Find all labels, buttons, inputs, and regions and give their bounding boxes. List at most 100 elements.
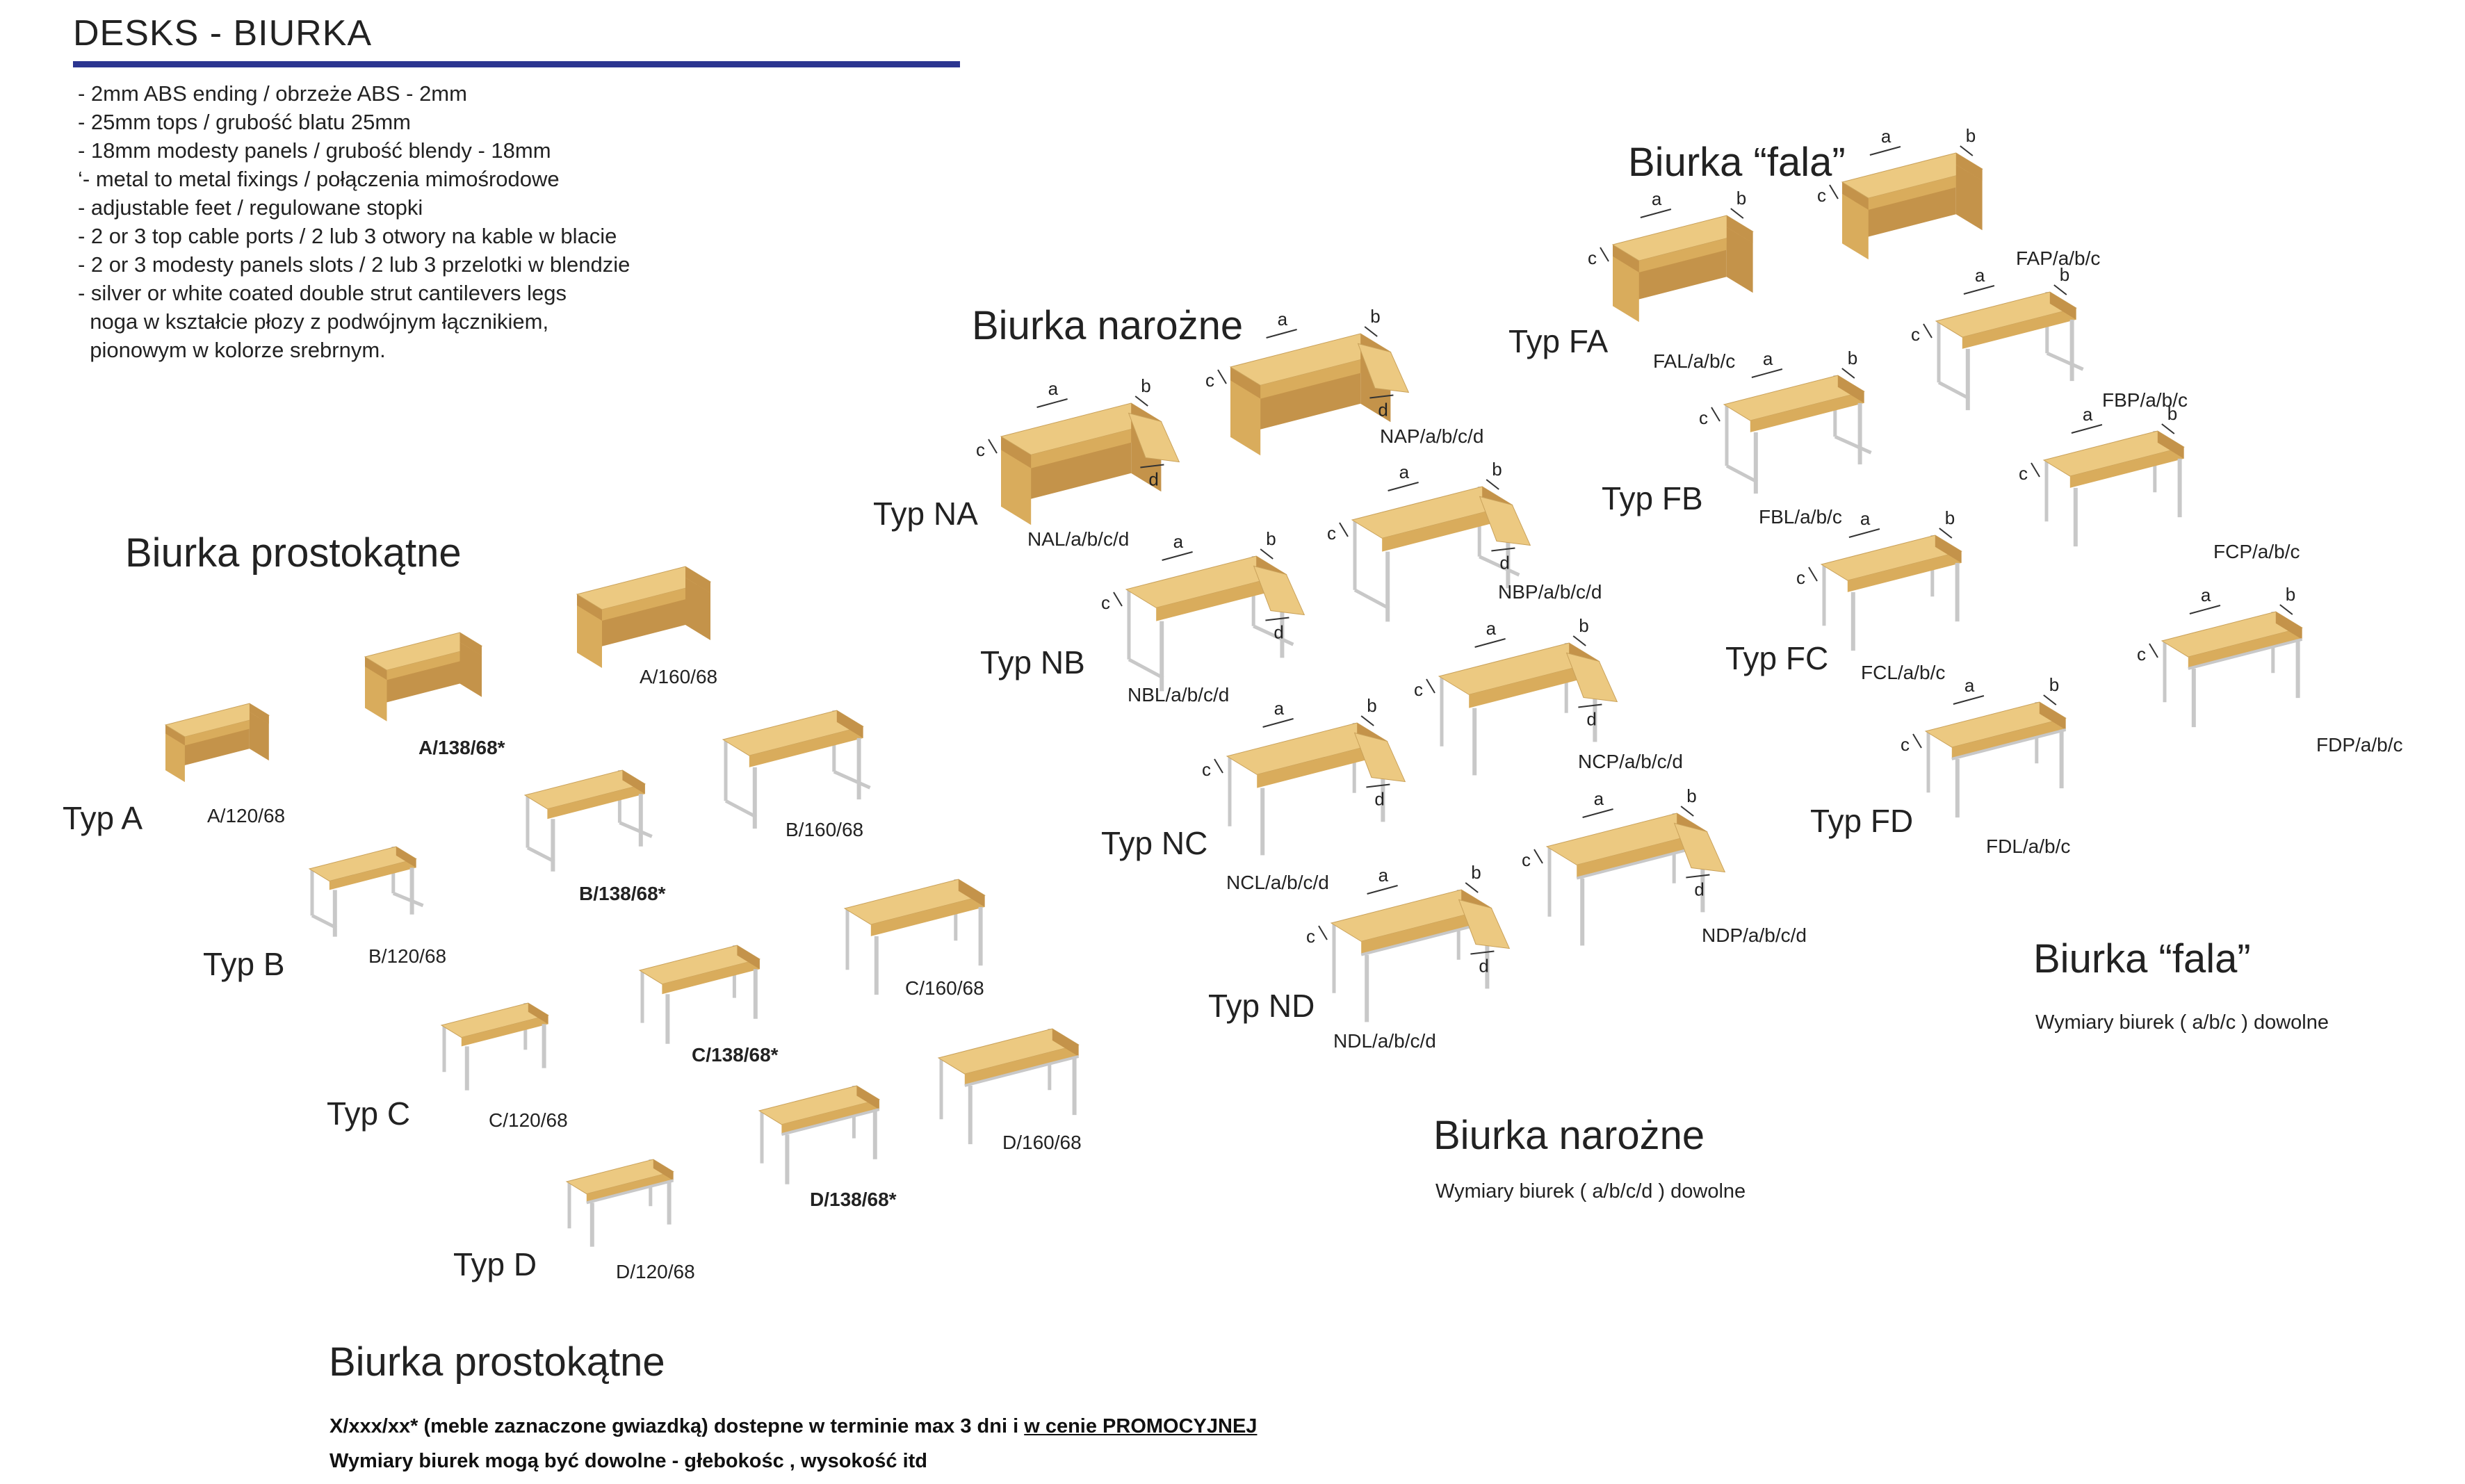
dimension-label-d: d <box>1374 788 1384 809</box>
frame-rail <box>586 1179 674 1205</box>
desk-edge-side <box>459 633 482 656</box>
dimension-label-b: b <box>1471 862 1481 883</box>
dimension-arrow-c <box>2149 643 2158 658</box>
corner-return <box>1458 899 1511 949</box>
feature-item: - 25mm tops / grubość blatu 25mm <box>78 110 411 134</box>
desk-edge-side <box>1955 153 1983 181</box>
dimension-label-a: a <box>1399 462 1410 482</box>
type-label-fa: Typ FA <box>1508 323 1609 359</box>
feature-item: - adjustable feet / regulowane stopki <box>78 195 423 220</box>
feature-item: - silver or white coated double strut ca… <box>78 281 567 305</box>
desk-top <box>1924 701 2067 748</box>
type-label-nc: Typ NC <box>1101 825 1208 861</box>
wave-dimensions-note: Wymiary biurek ( a/b/c ) dowolne <box>2035 1011 2329 1034</box>
desk-top <box>308 846 417 882</box>
product-code-fbp: FBP/a/b/c <box>2102 389 2188 411</box>
dimension-arrow-d <box>1265 617 1290 621</box>
product-code-fdp: FDP/a/b/c <box>2316 734 2403 756</box>
frame-rail <box>964 1054 1080 1087</box>
dimension-label-b: b <box>1966 125 1976 146</box>
desk-edge-side <box>396 847 416 868</box>
desk-top <box>440 1002 549 1038</box>
desk-edge <box>1868 169 1983 210</box>
desk-edge-side <box>622 770 645 794</box>
dimension-arrow-b <box>2053 284 2067 295</box>
leg-skid <box>2046 351 2084 371</box>
product-code-nap: NAP/a/b/c/d <box>1380 425 1484 447</box>
dimension-label-d: d <box>1378 399 1388 420</box>
dimension-arrow-c <box>988 439 998 454</box>
dimension-arrow-b <box>1730 208 1744 219</box>
leg-skid <box>1253 624 1294 646</box>
product-code-a160: A/160/68 <box>640 666 718 687</box>
leg-skid <box>1353 588 1390 610</box>
rect-footer-heading: Biurka prostokątne <box>329 1339 665 1385</box>
dimension-label-a: a <box>1964 675 1975 696</box>
desk-edge <box>1638 231 1753 272</box>
dimension-arrow-a <box>1162 551 1193 561</box>
corner-return <box>1479 496 1531 546</box>
desk-edge-side <box>737 945 760 970</box>
product-code-a120: A/120/68 <box>207 805 286 826</box>
dimension-label-b: b <box>1579 615 1588 636</box>
side-panel <box>577 605 602 668</box>
desk-edge <box>781 1099 879 1135</box>
desk-edge <box>1257 741 1388 788</box>
dimension-arrow-b <box>1680 806 1694 817</box>
dimension-label-c: c <box>1205 370 1214 391</box>
type-label-a: Typ A <box>63 800 143 836</box>
product-code-ndp: NDP/a/b/c/d <box>1702 924 1807 946</box>
desk-edge <box>387 646 482 680</box>
type-label-nb: Typ NB <box>980 644 1085 680</box>
dimension-label-a: a <box>1652 188 1662 209</box>
dimension-arrow-a <box>1848 528 1880 538</box>
dimension-label-b: b <box>1141 375 1150 396</box>
desk-edge-side <box>856 1086 879 1110</box>
dimension-arrow-c <box>1533 849 1543 864</box>
product-code-ndl: NDL/a/b/c/d <box>1333 1030 1436 1052</box>
dimension-arrow-c <box>1912 733 1922 749</box>
dimension-arrow-b <box>2279 604 2293 615</box>
desk-d120 <box>565 1159 674 1247</box>
desk-c138 <box>638 945 761 1044</box>
dimension-arrow-a <box>1640 209 1672 218</box>
leg-skid <box>1937 380 1970 400</box>
corner-return <box>1128 412 1180 463</box>
promo-note-text: X/xxx/xx* (meble zaznaczone gwiazdką) do… <box>330 1415 1025 1437</box>
desk-edge <box>870 895 985 936</box>
desk-edge <box>1847 551 1962 592</box>
side-panel <box>459 642 482 697</box>
desk-edge <box>1750 391 1864 432</box>
type-label-c: Typ C <box>327 1095 411 1132</box>
dimension-label-c: c <box>1817 185 1826 206</box>
dimension-label-b: b <box>2286 584 2295 605</box>
type-label-b: Typ B <box>203 946 285 982</box>
dimension-label-b: b <box>2060 264 2069 285</box>
dimension-label-b: b <box>1367 695 1376 716</box>
dimension-label-c: c <box>2137 644 2146 664</box>
type-label-na: Typ NA <box>873 496 978 532</box>
product-code-b138: B/138/68* <box>579 883 666 904</box>
corner-return <box>1673 822 1726 873</box>
desk-top <box>1723 375 1865 421</box>
dimension-arrow-a <box>1751 368 1783 378</box>
dimension-arrow-d <box>1686 874 1710 879</box>
frame-rail <box>2188 637 2303 670</box>
dimension-arrow-b <box>1841 368 1855 379</box>
desk-edge <box>547 783 645 820</box>
desk-edge <box>1361 908 1492 955</box>
desk-edge-side <box>528 1003 548 1025</box>
dimension-arrow-a <box>1367 885 1398 895</box>
title-rule <box>73 61 960 67</box>
desk-edge-side <box>2275 612 2302 639</box>
dimension-label-a: a <box>1594 788 1604 809</box>
dimension-arrow-c <box>1829 184 1839 199</box>
product-code-c138: C/138/68* <box>692 1044 779 1066</box>
product-code-fcp: FCP/a/b/c <box>2213 541 2300 562</box>
dimension-label-a: a <box>1048 378 1059 399</box>
desk-b160 <box>722 710 871 829</box>
frame-rail <box>1951 728 2067 760</box>
side-panel <box>249 712 269 761</box>
promo-note: X/xxx/xx* (meble zaznaczone gwiazdką) do… <box>330 1415 1257 1438</box>
